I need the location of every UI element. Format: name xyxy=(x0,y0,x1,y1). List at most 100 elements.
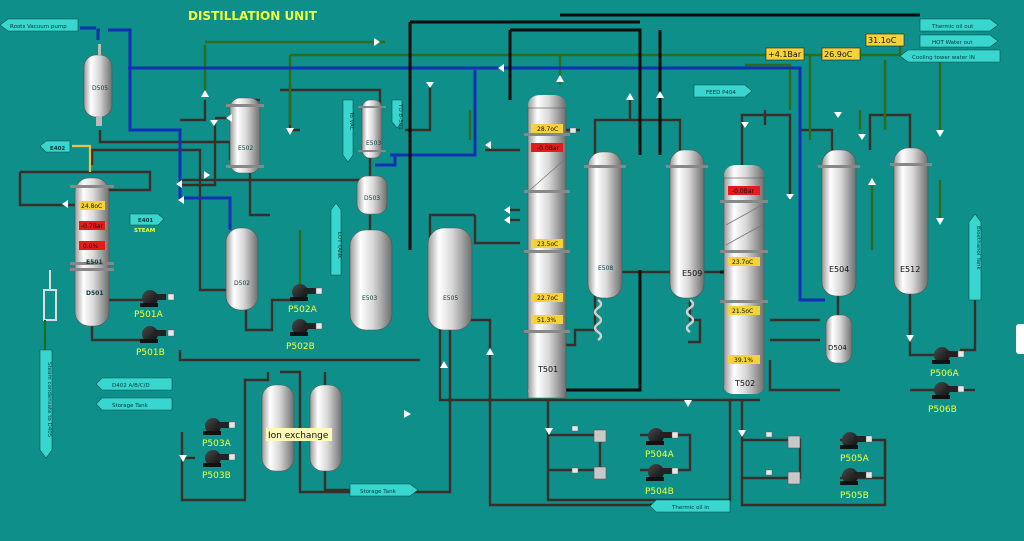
pump-p502b[interactable]: P502B xyxy=(286,319,316,352)
readout-pressure-top: +4.1Bar xyxy=(768,50,802,59)
vessel-label-e512: E512 xyxy=(900,265,920,274)
vessel-e509: E509 xyxy=(666,149,708,299)
readout-temp-top-right: 31.1oC xyxy=(868,36,897,45)
vessel-label-e509: E509 xyxy=(682,269,702,278)
pump-p504b[interactable]: P504B xyxy=(645,464,674,497)
stream-steam-label: STEAM xyxy=(134,228,155,234)
vessel-label-d505: D505 xyxy=(92,85,108,92)
stream-bioethanol-tank[interactable]: Bioethanol Tank xyxy=(968,213,982,301)
stream-bioethanol-label: Bioethanol Tank xyxy=(975,226,981,270)
readout-e501-level: 0.0% xyxy=(83,243,99,250)
readout-t502-press: -0.0Bar xyxy=(732,188,755,195)
coil-e509 xyxy=(685,298,695,334)
pump-p501b[interactable]: P501B xyxy=(136,326,166,358)
stream-hot-water-out[interactable]: HOT Water out xyxy=(919,34,999,48)
pump-label-p502a: P502A xyxy=(288,305,318,315)
vessel-e503-large: E503 xyxy=(349,229,393,331)
vessel-e505: E505 xyxy=(427,227,473,331)
vessel-label-d501: D501 xyxy=(86,290,104,297)
pump-label-p505b: P505B xyxy=(840,491,869,501)
vessel-label-d502: D502 xyxy=(234,280,250,287)
readout-t501-level: 51.3% xyxy=(537,317,556,324)
pipes-blue xyxy=(80,26,825,302)
vessel-d503: D503 xyxy=(356,175,388,215)
vessel-label-d503: D503 xyxy=(364,195,380,202)
stream-to-vac[interactable]: To VAC xyxy=(342,99,354,163)
pump-p502a[interactable]: P502A xyxy=(288,284,318,315)
stream-feed-p404[interactable]: FEED P404 xyxy=(693,84,753,98)
vessel-e503-small: E503 xyxy=(358,99,386,159)
pump-label-p503a: P503A xyxy=(202,439,232,449)
stream-e401-label: E401 xyxy=(138,218,153,224)
stream-storage-left-label: Storage Tank xyxy=(112,403,149,409)
stream-to-b501[interactable]: TO B-501 xyxy=(391,99,403,130)
page-title: DISTILLATION UNIT xyxy=(188,9,318,23)
pipe-yellow-steam xyxy=(72,144,92,172)
vessel-t501: T501 xyxy=(524,95,570,399)
pump-p505a[interactable]: P505A xyxy=(840,432,870,464)
stream-thermic-in-label: Thermic oil in xyxy=(671,505,710,511)
pumps: P501A P501B P502A P502B P503A xyxy=(134,284,960,501)
stream-cooling-water-in[interactable]: Cooling tower water IN xyxy=(899,49,1001,63)
readouts: +4.1Bar 26.9oC 31.1oC 24.8oC -0.7Bar 0.0… xyxy=(79,33,905,364)
stream-storage-tank-left[interactable]: Storage Tank xyxy=(95,397,173,411)
stream-steam-condensate[interactable]: Steam condensate to D405 xyxy=(39,349,53,459)
readout-e501-press: -0.7Bar xyxy=(81,223,104,230)
vessel-label-e508: E508 xyxy=(598,265,613,272)
pump-p505b[interactable]: P505B xyxy=(840,468,869,501)
stream-lot-label: LOT TANK xyxy=(336,232,342,259)
flow-arrowheads xyxy=(62,38,944,462)
stream-storage-tank-bottom[interactable]: Storage Tank xyxy=(349,483,419,497)
stream-thermic-oil-in[interactable]: Thermic oil in xyxy=(649,499,731,513)
pump-label-p501a: P501A xyxy=(134,310,164,320)
stream-lot-tank[interactable]: LOT TANK xyxy=(330,202,342,276)
vessel-label-e505: E505 xyxy=(443,295,458,302)
readout-t502-temp1: 23.7oC xyxy=(732,259,753,266)
stream-d402-label: D402 A/B/C/D xyxy=(112,383,150,389)
ion-exchange-label-bg xyxy=(266,428,332,441)
stream-storage-bottom-label: Storage Tank xyxy=(360,489,397,495)
vessel-e502: E502 xyxy=(226,97,264,174)
valves xyxy=(167,127,965,479)
pump-p501a[interactable]: P501A xyxy=(134,290,166,320)
stream-thermic-out-label: Thermic oil out xyxy=(931,24,974,30)
filters xyxy=(593,429,801,485)
readout-e501-temp: 24.8oC xyxy=(81,203,102,210)
stream-d402[interactable]: D402 A/B/C/D xyxy=(95,377,173,391)
pipes-green xyxy=(203,40,942,295)
readout-t501-top-temp: 28.7oC xyxy=(537,126,558,133)
vessel-e504: E504 xyxy=(818,149,860,297)
pump-p503a[interactable]: P503A xyxy=(202,418,232,449)
readout-temp-top-mid: 26.9oC xyxy=(824,50,853,59)
vessel-label-e503-large: E503 xyxy=(362,295,377,302)
vessel-e501: E501 D501 xyxy=(70,177,114,327)
pump-label-p504b: P504B xyxy=(645,487,674,497)
stream-e402[interactable]: E402 xyxy=(39,140,71,153)
steam-trap xyxy=(43,270,57,321)
stream-vac-label: To VAC xyxy=(348,111,354,131)
pump-p506a[interactable]: P506A xyxy=(930,347,960,379)
stream-e401[interactable]: E401 xyxy=(129,213,165,226)
pump-p503b[interactable]: P503B xyxy=(202,450,231,481)
stream-hot-water-label: HOT Water out xyxy=(932,40,973,46)
vessel-label-e504: E504 xyxy=(829,265,849,274)
vessel-label-d504: D504 xyxy=(828,344,847,352)
pump-label-p503b: P503B xyxy=(202,471,231,481)
ion-exchange-label: Ion exchange xyxy=(268,431,329,441)
vessel-d505: D505 xyxy=(83,44,113,126)
stream-roots-vacuum-pump[interactable]: Roots Vacuum pump xyxy=(0,18,79,32)
vessel-d502: D502 xyxy=(225,227,259,311)
vessel-label-e503: E503 xyxy=(366,140,381,147)
pump-label-p506a: P506A xyxy=(930,369,960,379)
pump-label-p504a: P504A xyxy=(645,450,675,460)
stream-condensate-label: Steam condensate to D405 xyxy=(46,362,52,438)
side-panel-tab[interactable] xyxy=(1016,324,1024,354)
readout-t501-top-press: -0.0Bar xyxy=(537,145,560,152)
stream-thermic-oil-out[interactable]: Thermic oil out xyxy=(919,18,999,32)
stream-b501-label: TO B-501 xyxy=(397,103,403,130)
stream-arrows: Roots Vacuum pump Thermic oil out HOT Wa… xyxy=(0,18,1001,513)
pump-p504a[interactable]: P504A xyxy=(645,428,675,460)
readout-t501-low-temp: 22.7oC xyxy=(537,295,558,302)
pump-p506b[interactable]: P506B xyxy=(928,382,958,415)
